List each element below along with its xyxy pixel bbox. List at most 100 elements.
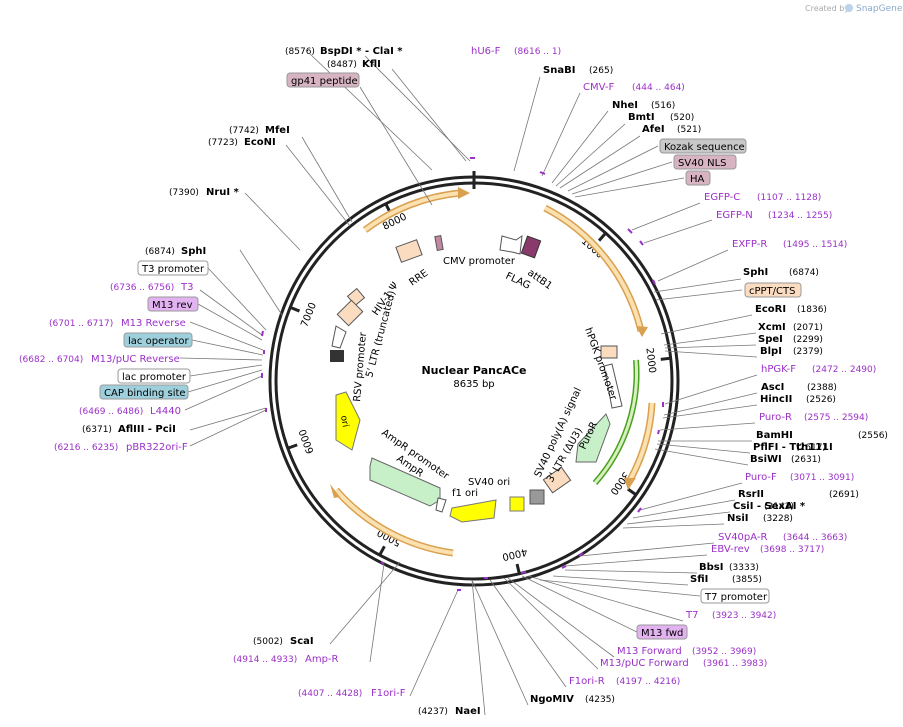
- leader-line: [663, 332, 757, 346]
- tag-box-kozak: [659, 138, 747, 154]
- tag-lacop: lac operator: [128, 336, 189, 347]
- enzyme-scai: ScaI: [290, 636, 314, 647]
- primer-markers: [261, 157, 664, 591]
- enzyme-afei: AfeI: [642, 124, 665, 135]
- leader-line: [659, 422, 756, 431]
- credit-text: Created by: [805, 4, 849, 13]
- enzyme-bamhi: HincII: [760, 394, 792, 405]
- leader-line: [184, 375, 263, 411]
- enzyme-spei: XcmI: [758, 322, 786, 333]
- enzyme-pos-nrui: (7390): [169, 188, 199, 198]
- primer-range-m13rev: (6701 .. 6717): [49, 319, 113, 329]
- tag-box-cap: [99, 384, 189, 400]
- primer-egfpn: EGFP-N: [716, 210, 753, 221]
- primer-range-egfpc: (1107 .. 1128): [757, 193, 821, 203]
- outer-labels: (8576) BspDI * - ClaI * (8487) KflI hU6-…: [19, 46, 888, 717]
- tag-box-gp41: [286, 72, 360, 88]
- tag-t7prom: T7 promoter: [704, 592, 768, 603]
- leader-line: [541, 92, 581, 177]
- leader-line: [657, 249, 729, 282]
- label-sv40-ori: SV40 ori: [468, 477, 510, 488]
- tag-boxes: gp41 peptide Kozak sequence SV40 NLS HA …: [99, 72, 802, 640]
- enzyme-pos-mfei: (7742): [229, 126, 259, 136]
- ltr3-block: [542, 466, 572, 494]
- primer-range-sv40par: (3644 .. 3663): [783, 533, 847, 543]
- leader-line: [189, 321, 264, 351]
- primer-mark-egfpn: [639, 240, 644, 246]
- leader-line: [187, 369, 263, 393]
- tag-box-lacprom: [117, 368, 191, 384]
- enzyme-pos-bmti: (520): [670, 113, 694, 123]
- enzyme-rsrii: BsiWI: [750, 454, 782, 465]
- leader-line: [189, 364, 263, 377]
- primer-sv40par: SV40pA-R: [718, 532, 767, 543]
- primer-mark-exfpr: [652, 279, 656, 285]
- primer-t7: T7: [685, 610, 698, 621]
- rsv-promoter-arrow: [331, 325, 347, 349]
- enzyme-sphi: SphI: [181, 246, 206, 257]
- enzyme-nhei: NheI: [612, 100, 638, 111]
- cppt-block: [600, 345, 618, 359]
- tag-cppt: cPPT/CTS: [749, 286, 795, 297]
- orf-arc-puro-head: [624, 478, 636, 490]
- tag-m13rev: M13 rev: [152, 300, 193, 311]
- enzyme-kfli: KflI: [362, 59, 381, 70]
- orf-arc-ampr-head: [330, 484, 340, 498]
- leader-line: [301, 136, 353, 223]
- label-hpgk-promoter: hPGK promoter: [582, 326, 619, 402]
- enzyme-pos-bamhi: (2526): [806, 395, 836, 405]
- label-cmv-promoter: CMV promoter: [443, 256, 516, 267]
- leader-line: [660, 314, 753, 335]
- enzyme-snabi: SnaBI: [543, 65, 575, 76]
- leader-line: [564, 554, 708, 567]
- primer-hu6f: hU6-F: [471, 46, 501, 57]
- primer-exfpr: EXFP-R: [732, 239, 767, 250]
- primer-range-f1orif: (4407 .. 4428): [298, 689, 362, 699]
- label-ori: ori: [338, 415, 350, 428]
- enzyme-csii: RsrII: [738, 489, 764, 500]
- enzyme-nsii: CsiI - SexAI *: [733, 501, 806, 512]
- enzyme-pos-csii: (2691): [829, 490, 859, 500]
- orf-arc-ampr-inner: [334, 488, 454, 555]
- ltr5-block: [336, 299, 364, 327]
- leader-line: [409, 589, 459, 697]
- orf-arc-egfp: [543, 204, 645, 332]
- primer-mark-cmv: [539, 171, 546, 175]
- enzyme-hincii: AscI: [761, 382, 784, 393]
- leader-line: [189, 407, 267, 431]
- leader-line: [239, 249, 283, 316]
- leader-line: [369, 563, 385, 663]
- tag-sv40nls: SV40 NLS: [678, 158, 727, 169]
- primer-puror: Puro-R: [759, 412, 792, 423]
- leader-line: [571, 161, 673, 195]
- plasmid-name: Nuclear PancACe: [421, 364, 526, 377]
- primer-hpgkf: hPGK-F: [761, 364, 796, 375]
- leader-line: [179, 357, 263, 361]
- orf-arc-top-inner: [363, 191, 461, 232]
- primer-range-m13pucfwd: (3961 .. 3983): [703, 659, 767, 669]
- leader-line: [471, 579, 529, 706]
- primer-range-hpgkf: (2472 .. 2490): [812, 365, 876, 375]
- primer-mark-purof: [637, 507, 642, 513]
- tag-box-t3prom: [137, 260, 209, 276]
- enzyme-pos-pflfi: (2556): [858, 431, 888, 441]
- primer-mark-t7: [520, 571, 527, 574]
- enzyme-bbsi: NsiI: [727, 513, 748, 524]
- primer-purof: Puro-F: [745, 472, 777, 483]
- ruler-tick: [378, 545, 386, 556]
- cmv-promoter-arrow: [499, 234, 523, 255]
- ruler-tick: [287, 443, 298, 450]
- snapgene-credit: Created by SnapGene: [805, 4, 903, 14]
- leader-line: [555, 123, 626, 187]
- primer-mark-t3: [261, 330, 264, 337]
- enzyme-pflfi: BamHI: [756, 430, 793, 441]
- leader-line: [503, 577, 599, 670]
- label-rre: RRE: [407, 268, 430, 289]
- snapgene-logo-icon: [845, 4, 853, 12]
- enzyme-bmti: BmtI: [628, 112, 655, 123]
- enzyme-pos-spei: (2071): [793, 323, 823, 333]
- leader-line: [552, 575, 689, 586]
- primer-t3: T3: [180, 282, 193, 293]
- leader-line: [579, 542, 715, 557]
